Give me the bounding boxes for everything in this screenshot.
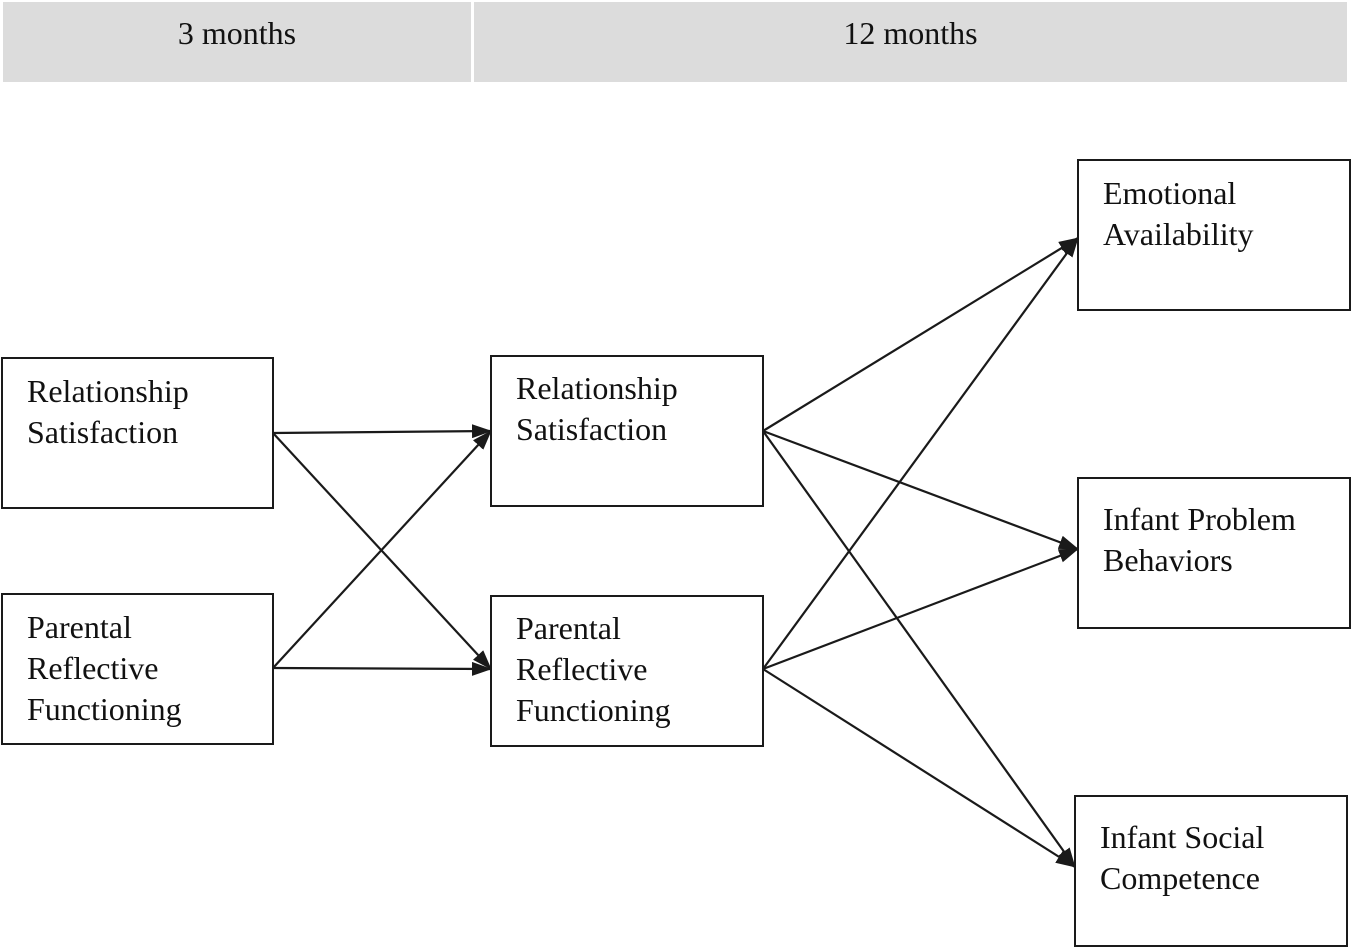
node-label-line: Functioning [516,692,671,728]
node-parental-reflective-functioning-12m: Parental Reflective Functioning [490,595,764,747]
header-12-months-label: 12 months [843,15,978,51]
arrow-prf12-to-ipb [762,547,1079,671]
arrow-rs12-to-ea [762,237,1079,432]
node-label-line: Parental [516,610,621,646]
node-label-line: Infant Problem [1103,501,1296,537]
arrow-prf12-to-isc [762,668,1076,868]
arrow-rs12-to-isc [762,430,1076,868]
node-label-line: Reflective [516,651,648,687]
node-emotional-availability: Emotional Availability [1077,159,1351,311]
node-relationship-satisfaction-3m: Relationship Satisfaction [1,357,274,509]
node-infant-social-competence: Infant Social Competence [1074,795,1348,947]
node-label-line: Availability [1103,216,1254,252]
node-parental-reflective-functioning-3m: Parental Reflective Functioning [1,593,274,745]
node-label-line: Behaviors [1103,542,1233,578]
node-infant-problem-behaviors: Infant Problem Behaviors [1077,477,1351,629]
node-label-line: Competence [1100,860,1260,896]
header-3-months-label: 3 months [177,15,297,51]
node-label-line: Functioning [27,691,182,727]
arrow-prf3-to-rs12 [272,430,492,669]
node-relationship-satisfaction-12m: Relationship Satisfaction [490,355,764,507]
node-label-line: Emotional [1103,175,1237,211]
arrow-rs3-to-rs12 [272,424,492,439]
node-label-line: Infant Social [1100,819,1265,855]
node-label-line: Relationship [516,370,678,406]
node-label-line: Reflective [27,650,159,686]
node-label-line: Satisfaction [27,414,179,450]
node-label-line: Parental [27,609,132,645]
node-label-line: Relationship [27,373,189,409]
arrow-prf3-to-prf12 [272,661,492,676]
arrow-rs12-to-ipb [762,429,1079,551]
arrow-prf12-to-ea [762,237,1079,670]
node-label-line: Satisfaction [516,411,668,447]
header-3-months: 3 months [3,2,471,82]
header-12-months: 12 months [474,2,1347,82]
